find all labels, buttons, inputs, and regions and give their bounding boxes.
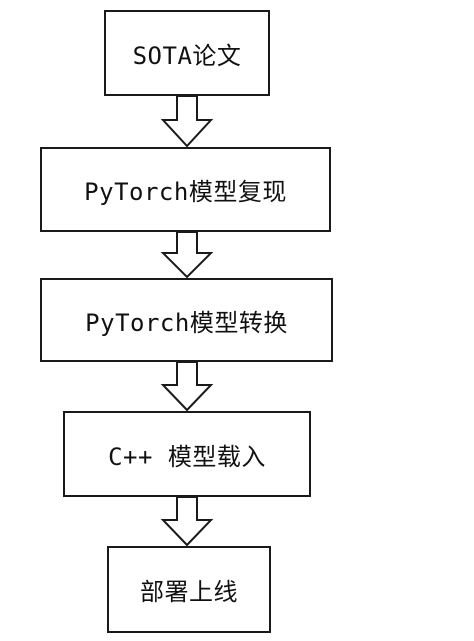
flow-step-pytorch-convert: PyTorch模型转换 xyxy=(40,278,333,362)
flow-arrow-2-to-3 xyxy=(160,231,214,279)
flow-step-pytorch-reproduce: PyTorch模型复现 xyxy=(40,147,331,232)
flow-arrow-3-to-4 xyxy=(160,361,214,412)
flow-step-label: C++ 模型载入 xyxy=(108,442,266,471)
flow-arrow-1-to-2 xyxy=(160,95,214,148)
flow-step-label: SOTA论文 xyxy=(132,41,242,70)
flow-step-cpp-load: C++ 模型载入 xyxy=(63,411,311,497)
flow-step-deploy: 部署上线 xyxy=(107,546,271,633)
flow-step-label: 部署上线 xyxy=(140,578,238,606)
flow-step-label: PyTorch模型复现 xyxy=(84,178,287,206)
flow-step-label: PyTorch模型转换 xyxy=(85,308,288,337)
flow-step-sota-paper: SOTA论文 xyxy=(104,10,270,96)
flow-arrow-4-to-5 xyxy=(160,496,214,547)
